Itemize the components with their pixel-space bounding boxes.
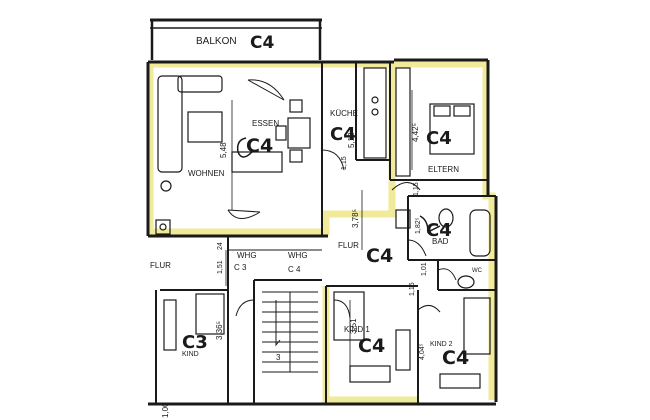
unit-mark-kueche: C4 (330, 124, 356, 145)
room-label-whg-c3: WHG (237, 251, 257, 260)
room-label-flur-left: FLUR (150, 261, 171, 270)
desk-kind2 (439, 373, 481, 389)
unit-mark-balkon: C4 (250, 33, 274, 53)
desk-kind1 (349, 365, 391, 383)
dim-1-15-b: 1,15 (413, 182, 420, 196)
room-label-flur-main: FLUR (338, 241, 359, 250)
coffee-table (187, 111, 223, 143)
unit-mark-whg-c3: C 3 (234, 263, 247, 272)
washbasin (395, 209, 411, 229)
handwritten-marks (236, 137, 441, 234)
bed-kind1 (333, 291, 365, 341)
room-label-kind2: KIND 2 (430, 341, 453, 348)
bed-left (195, 293, 225, 335)
dim-3-51: 3,51 (349, 318, 358, 334)
dim-24: 24 (217, 242, 224, 250)
staircase (262, 291, 318, 373)
room-label-kind1: KIND 1 (344, 325, 370, 334)
sofa (157, 75, 183, 173)
room-label-bad: BAD (432, 237, 449, 246)
room-label-wc: WC (472, 268, 483, 274)
bed-kind2 (463, 297, 491, 355)
unit-mark-essen: C4 (246, 135, 273, 157)
toilet-wc (457, 275, 475, 289)
dim-1-15-c: 1,15 (409, 282, 416, 296)
unit-mark-flur: C4 (366, 245, 393, 267)
unit-mark-bad: C4 (426, 220, 452, 241)
wardrobe-eltern (395, 67, 411, 177)
unit-mark-eltern: C4 (426, 128, 452, 149)
room-label-kueche: KÜCHE (330, 109, 358, 118)
unit-mark-kind2: C4 (442, 347, 469, 369)
room-label-balkon: BALKON (196, 36, 237, 47)
dim-4-42: 4,42⁵ (411, 123, 420, 142)
unit-mark-kind1: C4 (358, 335, 385, 357)
dim-3: 3 (276, 353, 281, 362)
room-label-kind-left: KIND (182, 351, 199, 358)
room-label-whg-c4: WHG (288, 251, 308, 260)
dining-table (287, 117, 311, 149)
door-swings (227, 79, 457, 319)
dim-3-78: 3,78⁵ (351, 209, 360, 228)
room-label-essen: ESSEN (252, 119, 279, 128)
dimension-lines (225, 90, 413, 370)
outer-walls (146, 58, 498, 406)
dim-1-00: 1,00 (161, 402, 170, 418)
unit-mark-left-room: C3 (182, 332, 208, 353)
dim-1-82: 1,82⁵ (415, 217, 422, 234)
dim-1-51: 1,51 (217, 260, 224, 274)
bed-eltern (429, 103, 475, 155)
unit-mark-whg-c4: C 4 (288, 265, 301, 274)
toilet-bad (438, 208, 454, 228)
room-label-wohnen: WOHNEN (188, 169, 225, 178)
dim-1-01: 1,01 (421, 262, 428, 276)
bathtub (469, 209, 491, 257)
dim-4-04: 4,04⁵ (419, 343, 426, 360)
furniture (155, 67, 491, 389)
room-label-eltern: ELTERN (428, 165, 459, 174)
balcony-outline (150, 18, 322, 60)
dim-3-36: 3,36⁵ (215, 321, 224, 340)
interior-walls (155, 62, 496, 404)
dim-1-15-a: 1,15 (341, 156, 348, 170)
dim-5-48: 5,48 (219, 142, 228, 158)
dim-5-18: 5,18 (347, 132, 356, 148)
kitchen-counter (363, 67, 387, 159)
